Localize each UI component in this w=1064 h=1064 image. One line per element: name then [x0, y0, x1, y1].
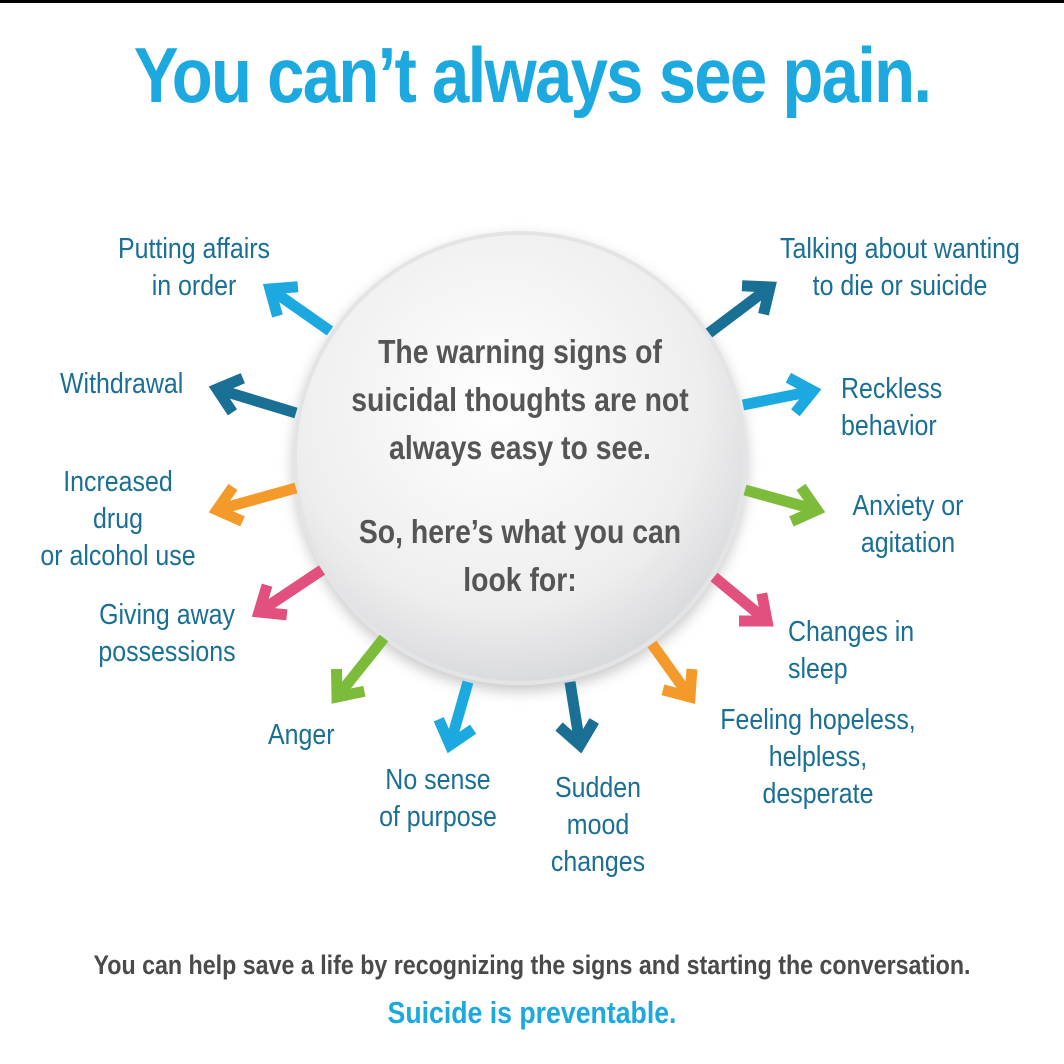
sign-feeling-hopeless: Feeling hopeless, helpless, desperate [720, 704, 916, 810]
sign-anger: Anger [268, 719, 335, 751]
arrow-shaft [335, 634, 389, 698]
arrow-shaft [741, 386, 811, 411]
page-title: You can’t always see pain. [133, 31, 932, 119]
center-intro-text: The warning signs of suicidal thoughts a… [351, 333, 689, 466]
arrow-head [208, 373, 245, 416]
arrow-drug-alcohol [208, 482, 298, 527]
arrow-talking-die [705, 280, 777, 338]
arrow-head [661, 668, 698, 705]
sign-sudden-mood-changes: Sudden mood changes [550, 772, 646, 878]
arrow-shaft [445, 680, 474, 743]
arrow-head [555, 718, 599, 754]
arrow-shaft [743, 484, 815, 515]
sign-giving-away-possessions: Giving away possessions [98, 599, 236, 668]
sign-putting-affairs-in-order: Putting affairs in order [117, 233, 271, 302]
arrow-reckless [741, 372, 822, 417]
arrow-anxiety [743, 483, 826, 527]
arrow-putting-affairs [262, 281, 334, 336]
sign-reckless-behavior: Reckless behavior [841, 373, 943, 442]
arrow-head [738, 592, 774, 627]
arrow-shaft [259, 565, 326, 615]
arrow-head [785, 372, 822, 417]
sign-talking-about-wanting-to-die: Talking about wanting to die or suicide [780, 233, 1020, 302]
arrow-head [433, 717, 477, 754]
arrow-shaft [219, 384, 298, 419]
arrow-shaft [710, 572, 768, 623]
arrow-shaft [219, 482, 298, 515]
arrow-no-purpose [433, 680, 477, 754]
arrow-shaft [270, 286, 334, 336]
footer-message: You can help save a life by recognizing … [93, 950, 971, 980]
arrow-withdrawal [208, 373, 298, 419]
arrow-head [330, 668, 366, 704]
arrow-anger [330, 634, 389, 704]
sign-changes-in-sleep: Changes in sleep [788, 616, 915, 685]
sign-withdrawal: Withdrawal [60, 368, 184, 400]
center-circle [293, 231, 747, 685]
sign-anxiety-or-agitation: Anxiety or agitation [852, 490, 964, 559]
arrow-head [741, 280, 777, 316]
arrow-head [251, 583, 288, 621]
arrow-shaft [647, 640, 693, 697]
arrow-head [262, 281, 299, 318]
arrow-sleep [710, 572, 774, 627]
center-prompt-text: So, here’s what you can look for: [358, 513, 682, 598]
arrow-shaft [564, 681, 585, 742]
arrow-head [208, 483, 245, 527]
sign-no-sense-of-purpose: No sense of purpose [379, 764, 497, 833]
top-border [0, 0, 1064, 3]
sign-increased-drug-or-alcohol-use: Increased drug or alcohol use [40, 466, 196, 572]
arrow-head [789, 483, 826, 527]
arrow-giving-away [251, 565, 326, 621]
footer-emphasis: Suicide is preventable. [387, 995, 677, 1030]
arrow-mood-changes [555, 681, 599, 754]
arrow-hopeless [647, 640, 698, 705]
arrow-shaft [705, 285, 771, 338]
